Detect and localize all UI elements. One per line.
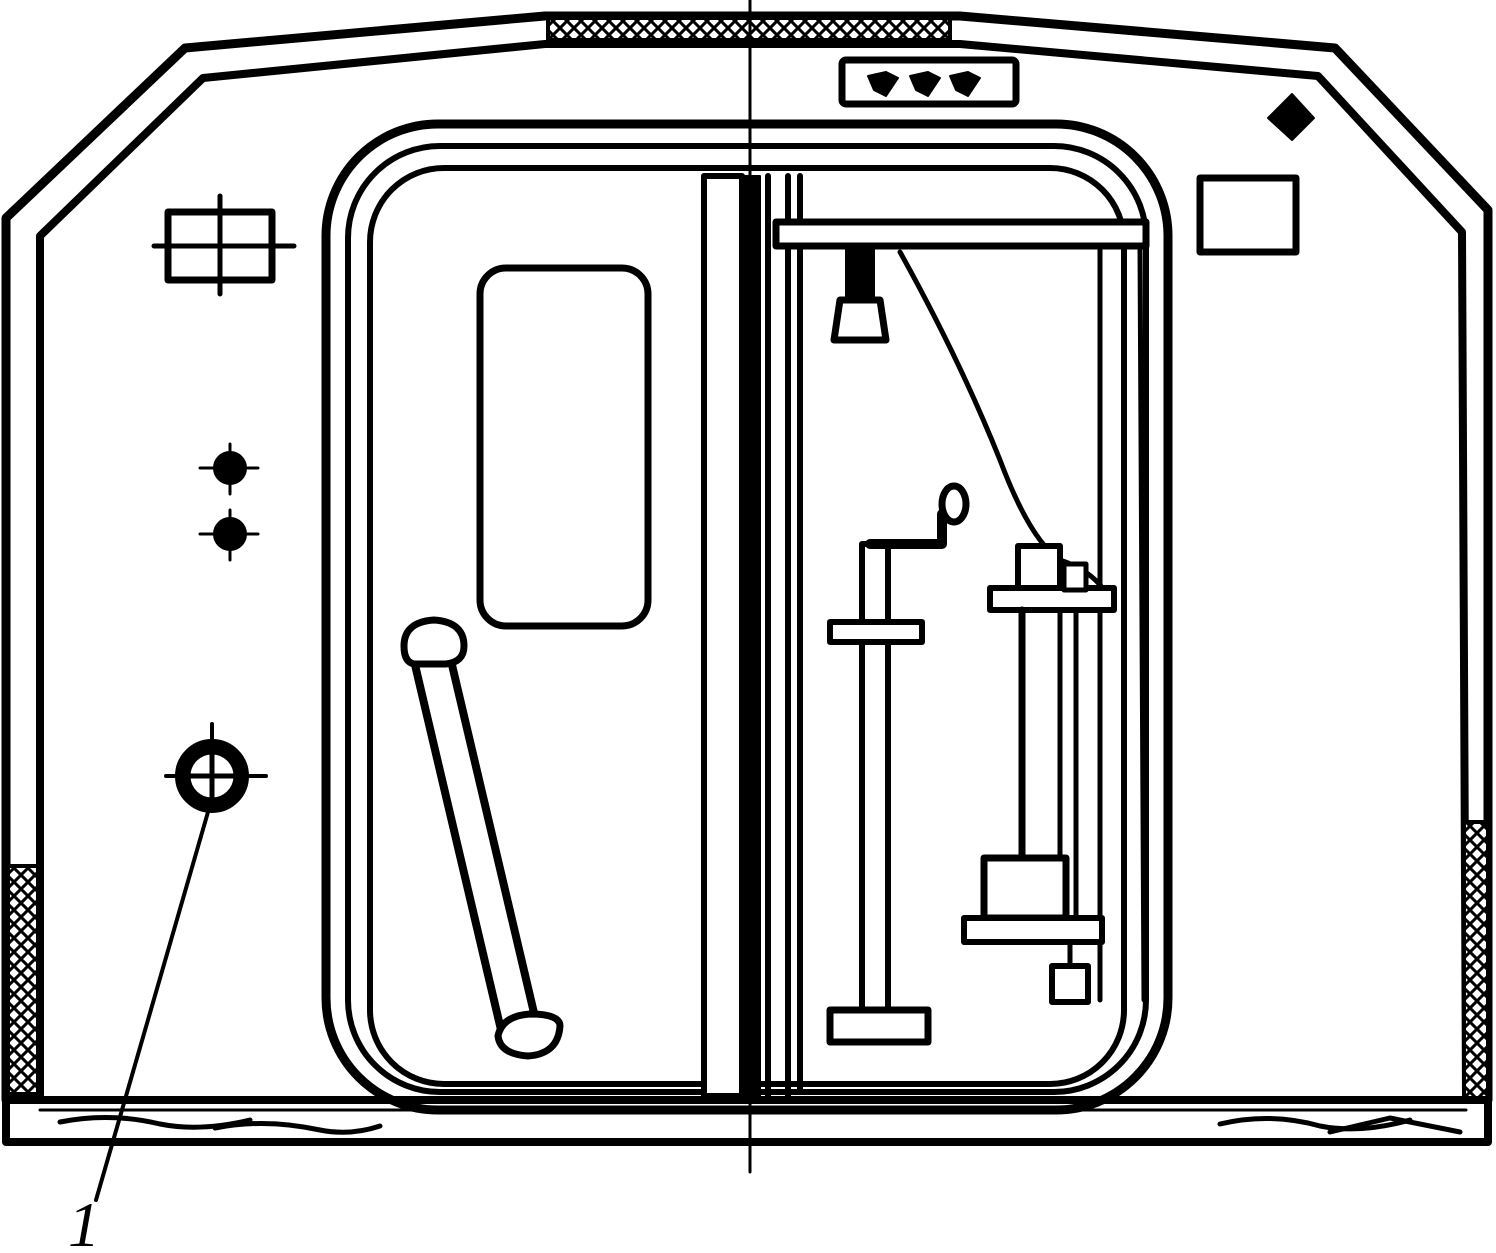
socket-fitting xyxy=(164,722,268,813)
hanging-lamp-icon xyxy=(830,249,890,344)
door-actuator xyxy=(961,543,1117,1005)
indicator-lamp-icon xyxy=(198,508,260,562)
callout-label-1: 1 xyxy=(68,1189,100,1253)
vent-grille-left xyxy=(151,193,297,297)
callout-leader xyxy=(94,810,210,1202)
door-operator-rail xyxy=(772,218,1150,1003)
indicator-lamp-icon xyxy=(198,442,260,496)
door-window xyxy=(476,264,652,630)
door-leaf-right[interactable] xyxy=(797,173,1103,1093)
marker-lamp-diamond-icon xyxy=(1267,93,1315,141)
side-hatch-right xyxy=(1462,820,1490,1100)
roof-lamp-housing xyxy=(838,56,1020,108)
door-seal-strip xyxy=(743,173,791,1103)
door-handrail[interactable] xyxy=(400,616,564,1060)
crank-lever[interactable] xyxy=(826,482,970,1046)
door-leaf-left[interactable] xyxy=(476,173,745,1099)
side-hatch-left xyxy=(6,864,40,1096)
info-plate-right xyxy=(1196,174,1300,256)
